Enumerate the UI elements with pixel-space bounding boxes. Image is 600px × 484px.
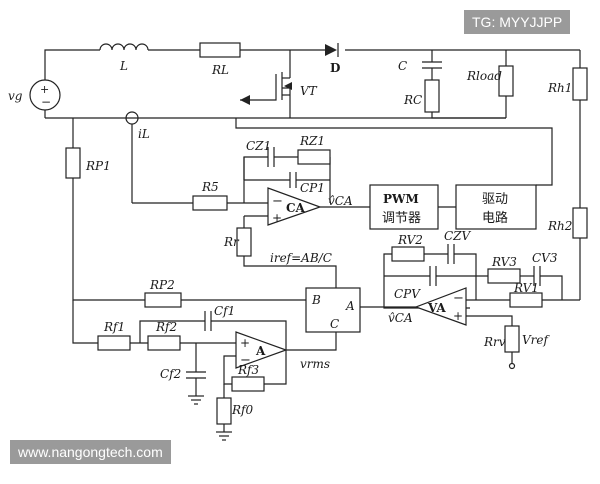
label-VT: VT	[300, 84, 318, 98]
ground-cf2	[188, 395, 204, 405]
resistor-R5	[192, 195, 228, 211]
top-rail-wire	[44, 49, 581, 80]
label-drive-line2: 电路	[482, 210, 508, 226]
ground-rf0	[216, 431, 232, 441]
diode-D	[325, 43, 339, 57]
op-amp-A: + −	[235, 331, 288, 369]
svg-text:+: +	[272, 211, 282, 225]
svg-text:+: +	[453, 309, 463, 323]
inductor-L	[99, 43, 149, 51]
pwm-block	[369, 184, 439, 230]
label-Cf1: Cf1	[214, 304, 235, 318]
vref-terminal	[508, 362, 516, 370]
label-L: L	[119, 59, 128, 73]
svg-text:−: −	[240, 353, 251, 368]
resistor-Rh2	[572, 207, 588, 239]
label-Rrv: Rrv	[483, 335, 506, 349]
svg-text:−: −	[41, 95, 51, 109]
label-D: D	[330, 61, 340, 75]
label-C-multiplier: C	[330, 317, 339, 331]
resistor-RP2	[144, 292, 182, 308]
label-RZ1: RZ1	[299, 134, 325, 148]
label-vg: vg	[8, 89, 23, 103]
label-CPV: CPV	[394, 287, 421, 301]
label-C: C	[398, 59, 407, 73]
rp1-to-rp2-wire	[72, 178, 145, 301]
capacitor-C	[422, 61, 442, 80]
label-Rr: Rr	[223, 235, 240, 249]
svg-text:−: −	[453, 291, 464, 306]
label-A: A	[345, 299, 355, 313]
svg-text:−: −	[272, 194, 283, 209]
label-B: B	[311, 293, 321, 307]
label-VA: VA	[427, 301, 446, 315]
multiplier-block	[305, 287, 361, 333]
return-rail-wire	[45, 117, 553, 186]
label-RV2: RV2	[397, 233, 423, 247]
mosfet-VT	[240, 72, 292, 118]
label-CZ1: CZ1	[246, 139, 271, 153]
label-CZV: CZV	[444, 229, 472, 243]
label-Rh1: Rh1	[547, 81, 572, 95]
resistor-RV1	[509, 292, 543, 308]
label-iref: iref=AB/C	[270, 251, 332, 265]
va-plus-wire	[466, 315, 513, 326]
label-R5: R5	[201, 180, 219, 194]
label-Cf2: Cf2	[160, 367, 181, 381]
label-Rf1: Rf1	[103, 320, 125, 334]
voltage-source-vg: + −	[29, 79, 61, 111]
resistor-RV2	[391, 246, 425, 262]
label-Rf0: Rf0	[231, 403, 253, 417]
label-CP1: CP1	[300, 181, 325, 195]
label-Rf3: Rf3	[237, 363, 259, 377]
resistor-RV3	[487, 268, 521, 284]
label-RP1: RP1	[85, 159, 111, 173]
resistor-RP1	[65, 147, 81, 179]
label-CV3: CV3	[532, 251, 558, 265]
label-RV3: RV3	[491, 255, 517, 269]
resistor-Rf3	[231, 376, 265, 392]
label-RC: RC	[403, 93, 422, 107]
label-pwm-line1: PWM	[383, 192, 419, 206]
resistor-RZ1	[297, 149, 331, 165]
resistor-Rf1	[97, 335, 131, 351]
ca-feedback-network	[243, 147, 331, 203]
iref-wire	[243, 256, 337, 288]
op-amp-VA: − +	[414, 287, 467, 326]
label-A-amp: A	[255, 344, 266, 358]
op-amp-CA: − +	[267, 187, 322, 226]
label-Rf2: Rf2	[155, 320, 177, 334]
label-RV1: RV1	[513, 281, 539, 295]
resistor-Rh1	[572, 67, 588, 101]
multiplier-c-wire	[286, 332, 337, 351]
label-vCA: v̂CA	[328, 194, 353, 208]
label-Rh2: Rh2	[547, 219, 572, 233]
resistor-RC	[424, 79, 440, 113]
label-pwm-line2: 调节器	[382, 211, 421, 226]
label-vCA2: v̂CA	[388, 311, 413, 325]
label-Rload: Rload	[466, 69, 502, 83]
filter-network	[72, 300, 287, 432]
resistor-Rr	[236, 227, 252, 257]
label-RL: RL	[211, 63, 229, 77]
drive-block	[455, 184, 537, 230]
label-iL: iL	[138, 127, 150, 141]
resistor-RL	[199, 42, 241, 58]
svg-text:+: +	[40, 83, 49, 96]
label-CA: CA	[286, 201, 306, 215]
resistor-Rf0	[216, 397, 232, 425]
label-drive-line1: 驱动	[482, 192, 508, 207]
label-RP2: RP2	[149, 278, 175, 292]
rc-wire	[431, 112, 506, 119]
resistor-Rf2	[147, 335, 181, 351]
watermark-top: TG: MYYJJPP	[464, 10, 571, 34]
current-sensor-iL	[125, 111, 193, 204]
label-Vref: Vref	[522, 333, 551, 347]
svg-text:+: +	[240, 336, 250, 350]
watermark-bottom: www.nangongtech.com	[10, 440, 171, 464]
label-vrms: vrms	[300, 357, 330, 371]
resistor-Rrv	[504, 325, 520, 353]
